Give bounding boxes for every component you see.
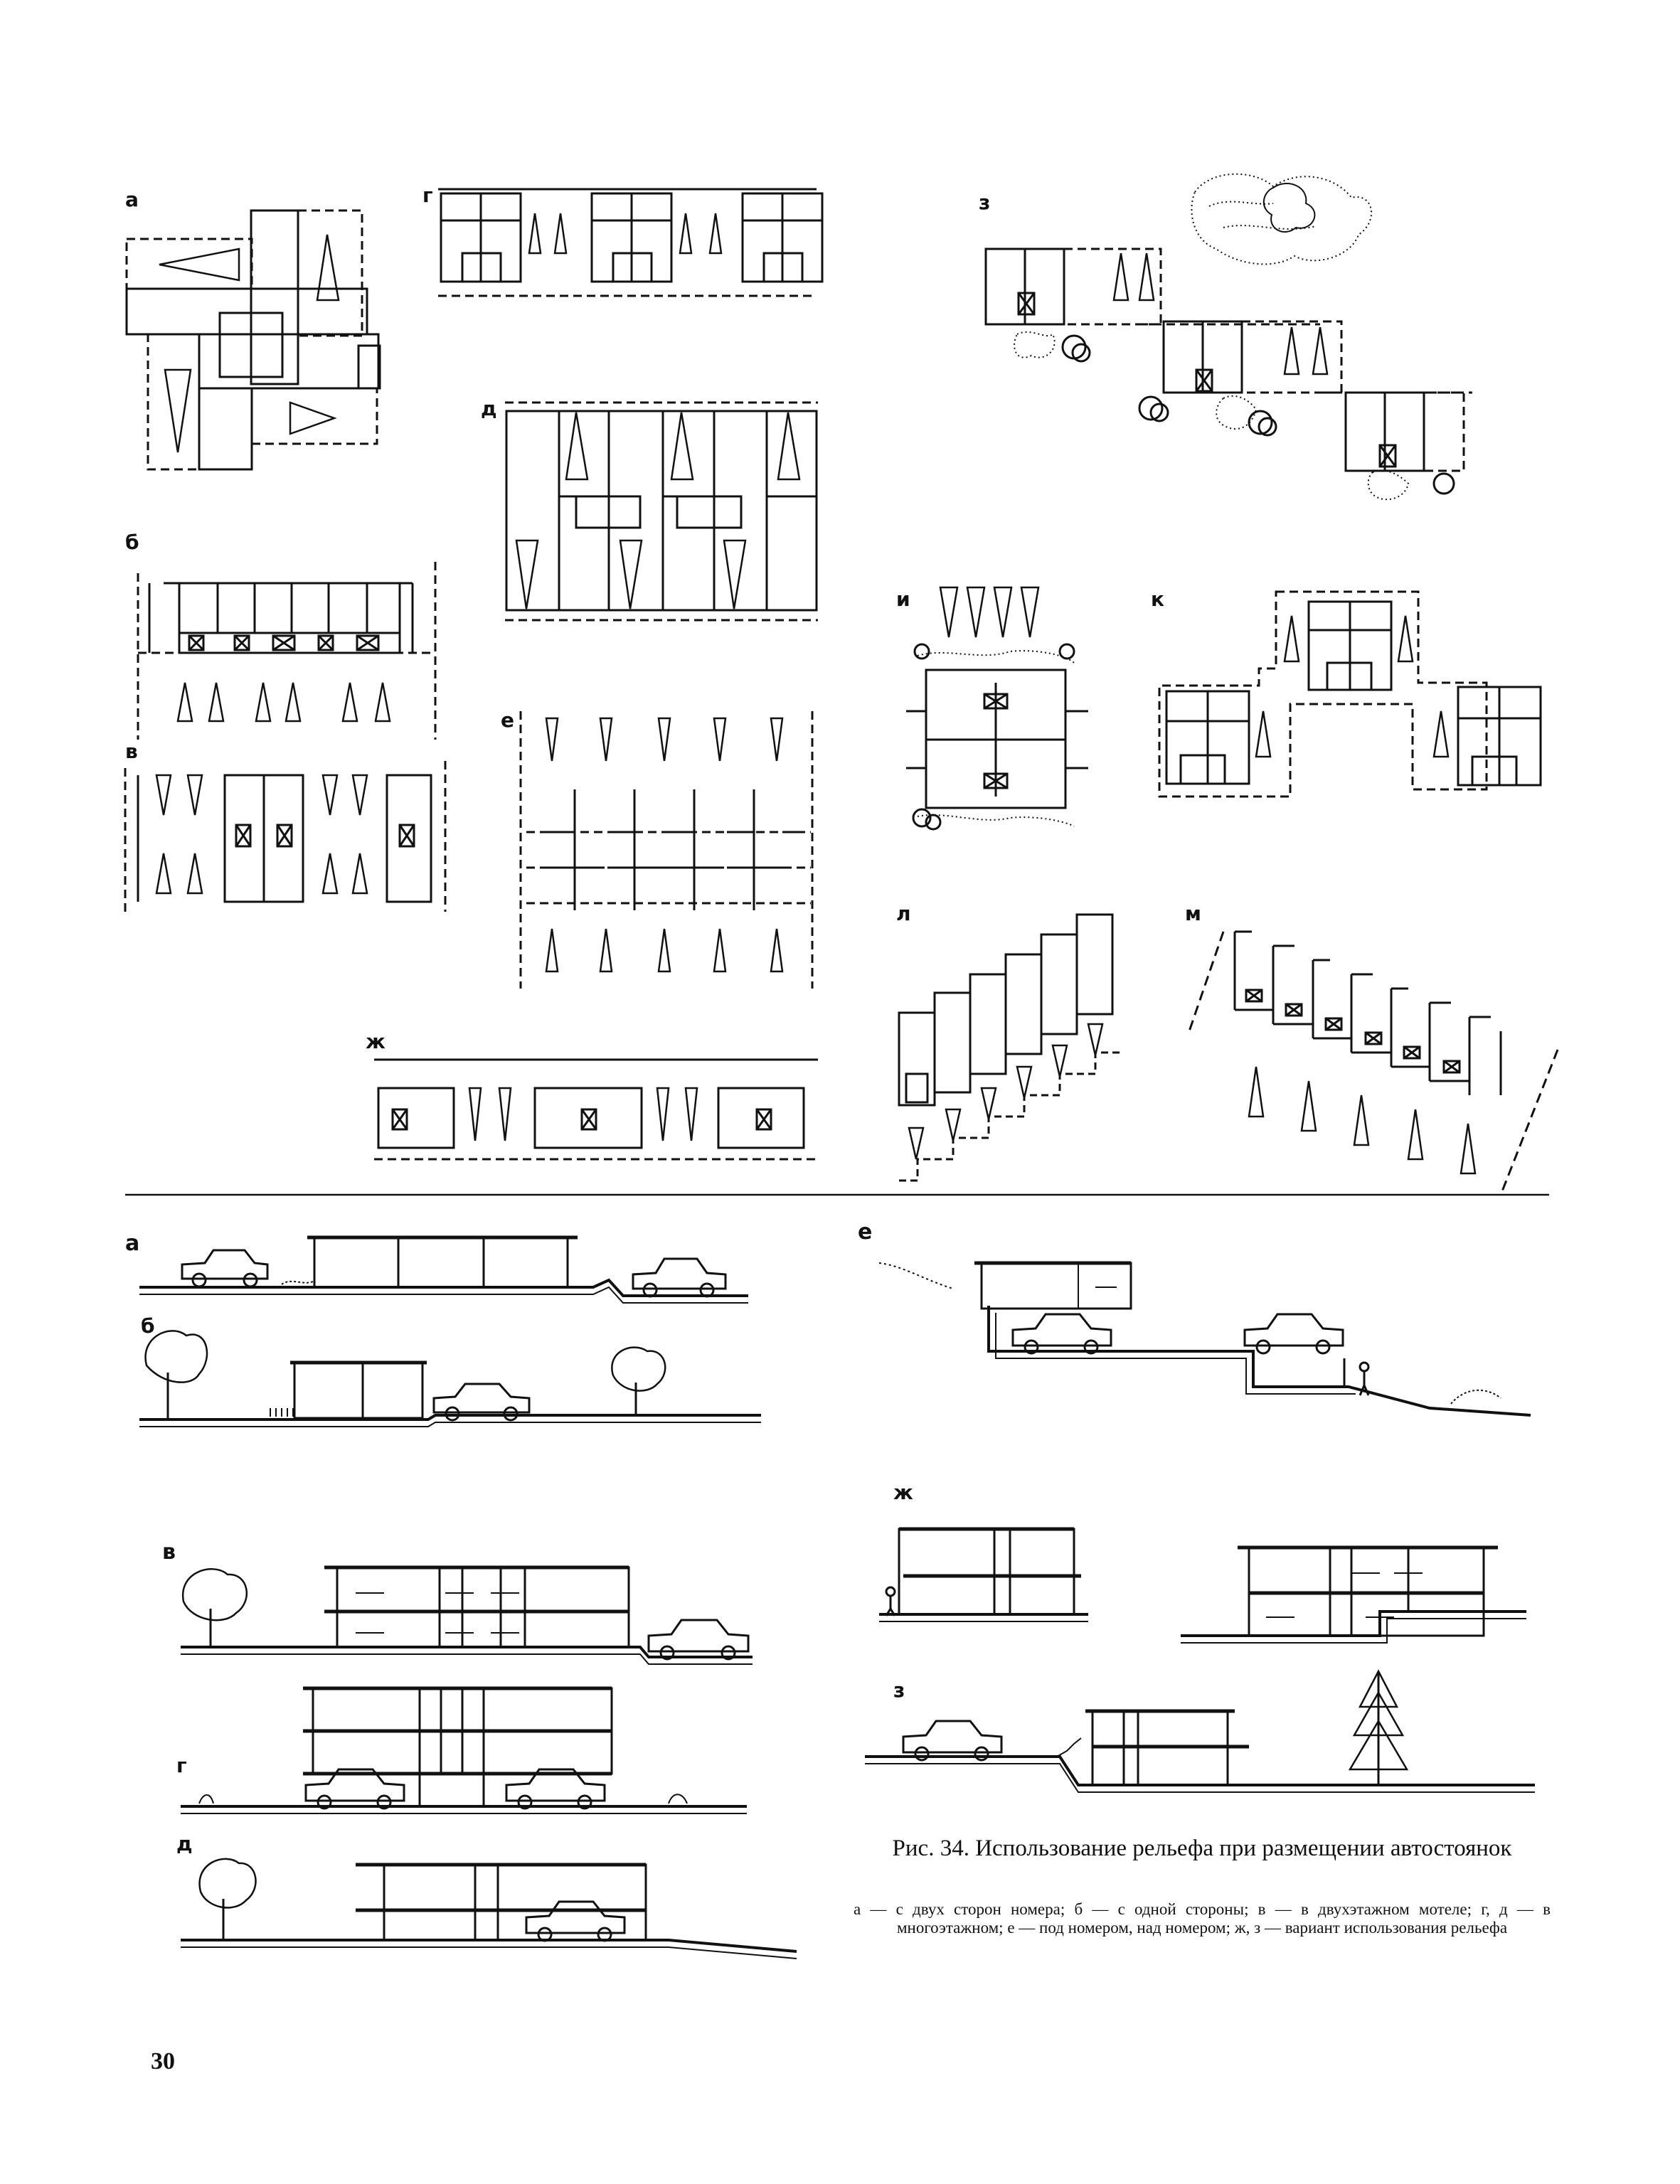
plan-d-label: д xyxy=(481,397,497,420)
car-icon xyxy=(902,1720,1003,1762)
section-zh: ж xyxy=(879,1481,1526,1644)
section-b-label: б xyxy=(141,1314,155,1338)
plan-v: в xyxy=(124,740,447,912)
car-icon xyxy=(525,1900,626,1942)
figure-caption-title: Рис. 34. Использование рельефа при разме… xyxy=(892,1836,1512,1861)
tree-icon xyxy=(144,1330,208,1418)
section-a: а xyxy=(125,1231,748,1304)
shrub-icon xyxy=(1191,173,1372,265)
car-icon xyxy=(1243,1313,1344,1355)
section-a-label: а xyxy=(125,1231,139,1256)
plan-z-label: з xyxy=(979,191,990,214)
plan-l: л xyxy=(896,902,1124,1182)
plan-i: и xyxy=(896,586,1088,831)
page-number: 30 xyxy=(151,2048,175,2074)
section-d: д xyxy=(176,1832,797,1959)
section-z: з xyxy=(865,1669,1535,1793)
plan-l-label: л xyxy=(896,902,911,925)
section-d-label: д xyxy=(176,1832,193,1855)
person-icon xyxy=(885,1586,896,1616)
section-b: б xyxy=(139,1314,761,1427)
plan-a-label: а xyxy=(125,188,139,211)
section-z-label: з xyxy=(893,1678,905,1702)
section-g-label: г xyxy=(176,1754,187,1777)
tree-icon xyxy=(181,1568,248,1647)
tree-icon xyxy=(198,1858,257,1940)
plan-k: к xyxy=(1151,587,1542,798)
car-icon xyxy=(632,1257,727,1298)
plan-k-label: к xyxy=(1151,587,1164,611)
plan-zh: ж xyxy=(366,1030,818,1161)
car-icon xyxy=(181,1249,269,1288)
plan-m-label: м xyxy=(1185,902,1201,925)
plan-a: а xyxy=(125,188,381,471)
plan-v-label: в xyxy=(125,740,138,763)
plan-e-label: е xyxy=(501,708,514,732)
plan-i-label: и xyxy=(896,587,910,611)
car-icon xyxy=(304,1768,405,1810)
person-icon xyxy=(1359,1361,1370,1396)
plan-m: м xyxy=(1185,902,1559,1195)
section-v: в xyxy=(162,1540,753,1665)
plan-d: д xyxy=(481,397,818,622)
figure-caption-text: а — с двух сторон номера; б — с одной ст… xyxy=(854,1900,1551,1937)
section-e: е xyxy=(858,1220,1531,1417)
fir-tree-icon xyxy=(1348,1669,1409,1785)
car-icon xyxy=(647,1619,750,1661)
car-icon xyxy=(432,1383,531,1422)
plan-zh-label: ж xyxy=(366,1030,386,1053)
section-e-label: е xyxy=(858,1220,872,1245)
plan-z: з xyxy=(979,173,1472,501)
car-icon xyxy=(505,1768,606,1810)
plan-e: е xyxy=(501,708,814,989)
car-icon xyxy=(1011,1313,1112,1355)
tree-icon xyxy=(611,1346,666,1417)
section-g: г xyxy=(176,1686,747,1814)
section-zh-label: ж xyxy=(893,1481,913,1504)
plan-b: б xyxy=(125,531,437,740)
plan-b-label: б xyxy=(125,531,139,554)
section-v-label: в xyxy=(162,1540,176,1565)
plan-g-label: г xyxy=(422,183,433,207)
plan-g: г xyxy=(422,183,824,297)
